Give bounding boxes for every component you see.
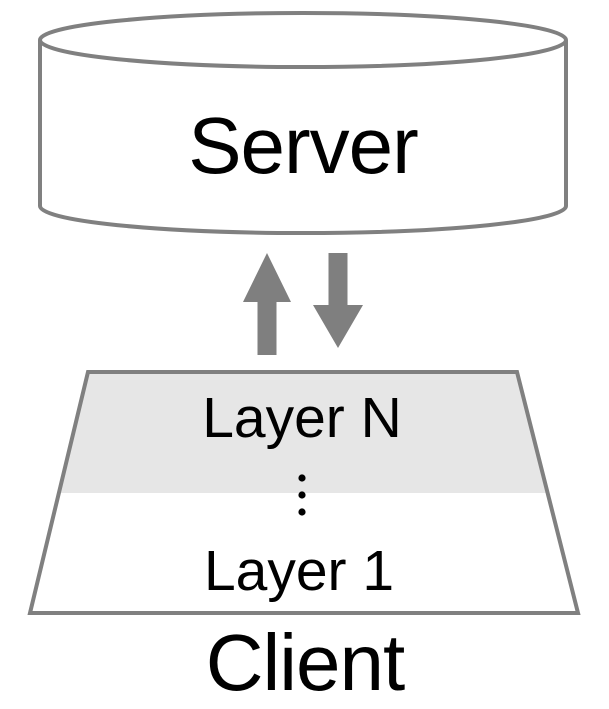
server-cylinder-body (38, 40, 568, 235)
layer-1-label: Layer 1 (204, 539, 394, 603)
client-label: Client (206, 618, 405, 707)
vertical-ellipsis-icon (298, 474, 306, 516)
ellipsis-dot (298, 508, 306, 516)
client-trapezoid (27, 370, 581, 615)
server-database: Server (38, 11, 568, 235)
layer-n-band (58, 372, 548, 493)
client-stack: Layer N Layer 1 (27, 370, 581, 615)
ellipsis-dot (298, 491, 306, 499)
server-cylinder-top (38, 11, 568, 69)
transfer-arrows (243, 253, 363, 355)
server-label: Server (188, 101, 418, 190)
layer-n-label: Layer N (202, 386, 402, 450)
ellipsis-dot (298, 474, 306, 482)
arrow-up-icon (243, 253, 291, 355)
arrow-down-icon (313, 253, 363, 348)
